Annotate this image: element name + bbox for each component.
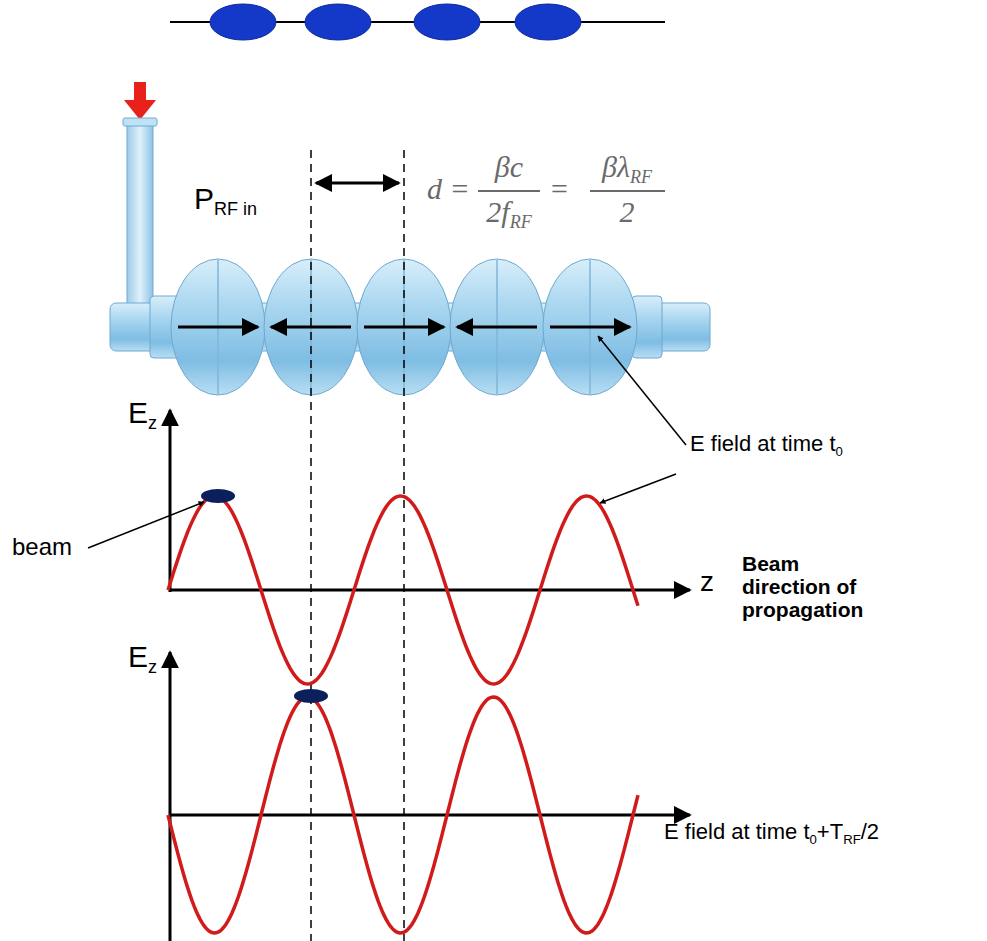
time-subscript: 0 [810, 832, 817, 847]
label-group: z [700, 567, 714, 598]
formula-subscript: RF [510, 212, 532, 232]
label-group: 2fRF [486, 195, 531, 233]
rf-input-arrow [124, 82, 156, 120]
cell-length-arrow [316, 182, 399, 185]
axis-subscript: z [148, 657, 157, 677]
beam-bunch [294, 689, 328, 703]
axis-subscript: z [148, 413, 157, 433]
label-group: E field at time t0 [690, 432, 843, 459]
axis-label: E [128, 640, 148, 673]
direction-label: Beam direction of propagation [742, 552, 863, 621]
superconducting-cavity [110, 118, 710, 395]
label-group: d = [427, 172, 470, 205]
label-group: Ez [128, 396, 157, 434]
axis-label: z [700, 566, 714, 597]
power-subscript: RF in [214, 199, 257, 219]
time-label: E field at time t [690, 431, 836, 456]
time-label: +T [817, 819, 843, 844]
e-field-wave [168, 697, 638, 933]
fraction-bar [478, 190, 665, 192]
bunch-train [170, 4, 665, 40]
label-group: E field at time t0+TRF/2 [664, 820, 879, 847]
label-group: beam [12, 534, 72, 560]
time-subscript: RF [843, 832, 861, 847]
time-label: /2 [861, 819, 879, 844]
axis-label: E [128, 396, 148, 429]
formula-text: d = [427, 172, 470, 205]
label-group: PRF in [194, 182, 257, 220]
beam-label: beam [12, 533, 72, 560]
label-group: Ez [128, 640, 157, 678]
formula-text: βc [495, 150, 523, 183]
label-group: Beam direction of propagation [742, 552, 892, 621]
e-field-wave [168, 496, 638, 684]
formula-text: 2f [486, 195, 509, 228]
power-symbol: P [194, 182, 214, 215]
label-group: βλRF [602, 150, 652, 188]
formula-subscript: RF [630, 167, 652, 187]
time-subscript: 0 [836, 444, 843, 459]
formula-text: 2 [620, 195, 635, 228]
label-group: 2 [620, 195, 635, 228]
formula-text: βλ [602, 150, 630, 183]
e-field-waves [168, 496, 638, 933]
label-group: βc [495, 150, 523, 183]
label-group: = [549, 172, 569, 205]
formula-text: = [549, 172, 569, 205]
leader-line [88, 336, 686, 548]
time-label: E field at time t [664, 819, 810, 844]
beam-bunch [201, 489, 235, 503]
